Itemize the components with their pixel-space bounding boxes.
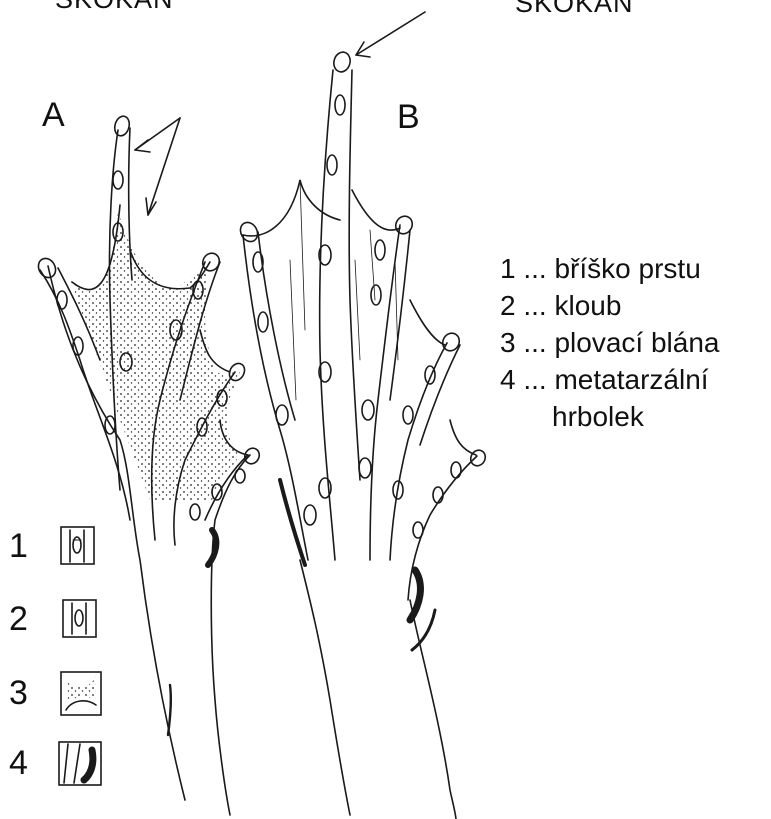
legend-num: 1 <box>500 253 516 284</box>
legend-item-4: 4 ... metatarzální <box>500 361 720 398</box>
legend-text: metatarzální <box>554 364 708 395</box>
legend-sep: ... <box>523 327 546 358</box>
legend-text: bříško prstu <box>554 253 700 284</box>
legend-num: 4 <box>500 364 516 395</box>
key-box-3 <box>61 672 101 715</box>
legend-num: 3 <box>500 327 516 358</box>
foot-b <box>237 12 488 819</box>
legend-item-1: 1 ... bříško prstu <box>500 250 720 287</box>
legend-num: 2 <box>500 290 516 321</box>
legend-sep: ... <box>523 364 546 395</box>
legend: 1 ... bříško prstu 2 ... kloub 3 ... plo… <box>500 250 720 435</box>
key-box-1 <box>61 527 94 564</box>
legend-item-3: 3 ... plovací blána <box>500 324 720 361</box>
legend-item-2: 2 ... kloub <box>500 287 720 324</box>
foot-a <box>35 115 262 815</box>
legend-item-4-continuation: hrbolek <box>500 398 720 435</box>
key-box-2 <box>63 600 96 637</box>
legend-text: plovací blána <box>554 327 719 358</box>
key-label-2: 2 <box>9 600 28 639</box>
key-box-4 <box>59 742 101 785</box>
key-label-1: 1 <box>9 527 28 566</box>
legend-sep: ... <box>523 253 546 284</box>
legend-sep: ... <box>523 290 546 321</box>
legend-text: kloub <box>554 290 621 321</box>
key-label-3: 3 <box>9 674 28 713</box>
key-label-4: 4 <box>9 744 28 783</box>
